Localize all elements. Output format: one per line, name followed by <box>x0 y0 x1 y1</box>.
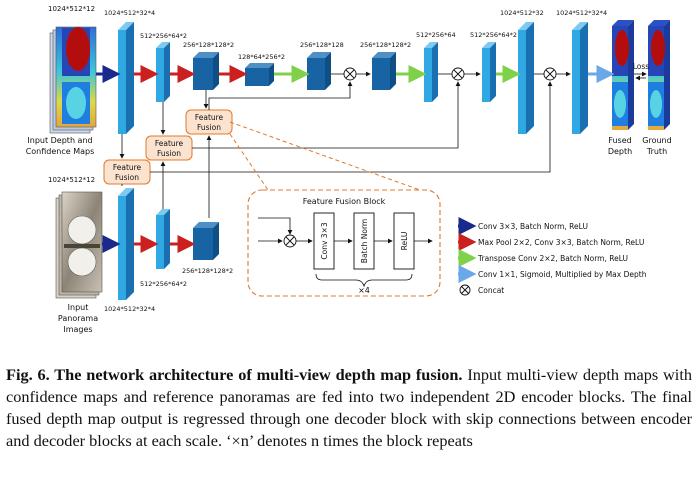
concat-node-3 <box>543 67 557 81</box>
ffb-concat-node <box>283 234 297 248</box>
loss-label: Loss <box>633 62 650 71</box>
encoder-block-bottom-1 <box>156 209 170 269</box>
decoder-block-3b <box>572 22 588 134</box>
legend: Conv 3×3, Batch Norm, ReLU Max Pool 2×2,… <box>458 217 647 296</box>
decoder-block-1b <box>372 52 396 90</box>
gt-label-line1: Ground <box>642 136 671 145</box>
legend-text-transpose: Transpose Conv 2×2, Batch Norm, ReLU <box>477 254 628 263</box>
fused-label-line2: Depth <box>608 147 632 156</box>
legend-text-output: Conv 1×1, Sigmoid, Multiplied by Max Dep… <box>478 270 647 279</box>
concat-node-2 <box>451 67 465 81</box>
legend-text-concat: Concat <box>478 286 504 295</box>
gt-label-line2: Truth <box>646 147 667 156</box>
ffb-times: ×4 <box>358 286 370 295</box>
dim-bot-enc2: 256*128*128*2 <box>182 267 233 275</box>
ff1-line1: Feature <box>195 113 224 122</box>
figure-caption: Fig. 6. The network architecture of mult… <box>6 364 692 452</box>
zoom-line-right <box>229 121 421 191</box>
ff3-line1: Feature <box>113 163 142 172</box>
zoom-line-left <box>229 133 269 191</box>
ffb-conv-label: Conv 3×3 <box>320 222 329 259</box>
ff2-line1: Feature <box>155 139 184 148</box>
dim-bottom-conv: 1024*512*32*4 <box>104 305 155 313</box>
dim-enc2: 256*128*128*2 <box>183 41 234 49</box>
dim-dec2b: 512*256*64*2 <box>470 31 517 39</box>
ffb-title: Feature Fusion Block <box>303 197 386 206</box>
caption-body: Input multi-view depth maps with confide… <box>6 365 692 450</box>
input-depth-label-line1: Input Depth and <box>27 136 92 145</box>
legend-concat-icon <box>459 284 471 296</box>
decoder-block-1 <box>307 52 331 90</box>
decoder-block-2b <box>482 42 496 102</box>
network-architecture-diagram: 1024*512*12 Input Depth and Confidence M… <box>26 5 672 334</box>
feature-fusion-box-1: Feature Fusion <box>185 109 233 135</box>
dim-enc1: 512*256*64*2 <box>140 32 187 40</box>
dim-top-conv: 1024*512*32*4 <box>104 9 155 17</box>
ff2-line2: Fusion <box>157 149 181 158</box>
feature-fusion-block-detail: Feature Fusion Block Conv 3×3 Batch Norm… <box>247 189 441 297</box>
fused-label-line1: Fused <box>608 136 631 145</box>
legend-text-maxpool: Max Pool 2×2, Conv 3×3, Batch Norm, ReLU <box>478 238 644 247</box>
ffb-bn-label: Batch Norm <box>360 219 369 263</box>
conv-block-top-1 <box>118 22 134 134</box>
fused-depth-image <box>612 20 634 130</box>
decoder-block-3 <box>518 22 534 134</box>
input-pano-label-line1: Input <box>68 303 89 312</box>
ffb-brace <box>315 273 413 288</box>
ff1-line2: Fusion <box>197 123 221 132</box>
dim-dec1: 256*128*128 <box>300 41 344 49</box>
conv-block-bottom-1 <box>118 188 134 300</box>
decoder-block-2 <box>424 42 438 102</box>
caption-title: Fig. 6. The network architecture of mult… <box>6 365 463 384</box>
input-depth-stack <box>49 26 97 134</box>
encoder-block-top-3 <box>245 63 274 86</box>
concat-node-1 <box>343 67 357 81</box>
legend-text-conv: Conv 3×3, Batch Norm, ReLU <box>478 222 588 231</box>
dim-enc3: 128*64*256*2 <box>238 53 285 61</box>
fusion-connections <box>119 81 553 228</box>
dim-dec3: 1024*512*32 <box>500 9 544 17</box>
dim-bot-enc1: 512*256*64*2 <box>140 280 187 288</box>
dim-dec1b: 256*128*128*2 <box>360 41 411 49</box>
encoder-block-top-2 <box>193 52 219 90</box>
ground-truth-image <box>648 20 670 130</box>
dim-input-pano: 1024*512*12 <box>48 176 95 184</box>
feature-fusion-box-2: Feature Fusion <box>145 135 193 161</box>
ff3-line2: Fusion <box>115 173 139 182</box>
input-panorama-stack <box>55 191 103 299</box>
dim-dec2: 512*256*64 <box>416 31 456 39</box>
encoder-block-bottom-2 <box>193 222 219 260</box>
input-depth-label-line2: Confidence Maps <box>26 147 95 156</box>
input-pano-label-line3: Images <box>63 325 92 334</box>
ffb-relu-label: ReLU <box>400 232 409 251</box>
dim-input-depth: 1024*512*12 <box>48 5 95 13</box>
encoder-block-top-1 <box>156 42 170 102</box>
input-pano-label-line2: Panorama <box>58 314 98 323</box>
feature-fusion-box-3: Feature Fusion <box>103 159 151 185</box>
dim-dec3b: 1024*512*32*4 <box>556 9 607 17</box>
